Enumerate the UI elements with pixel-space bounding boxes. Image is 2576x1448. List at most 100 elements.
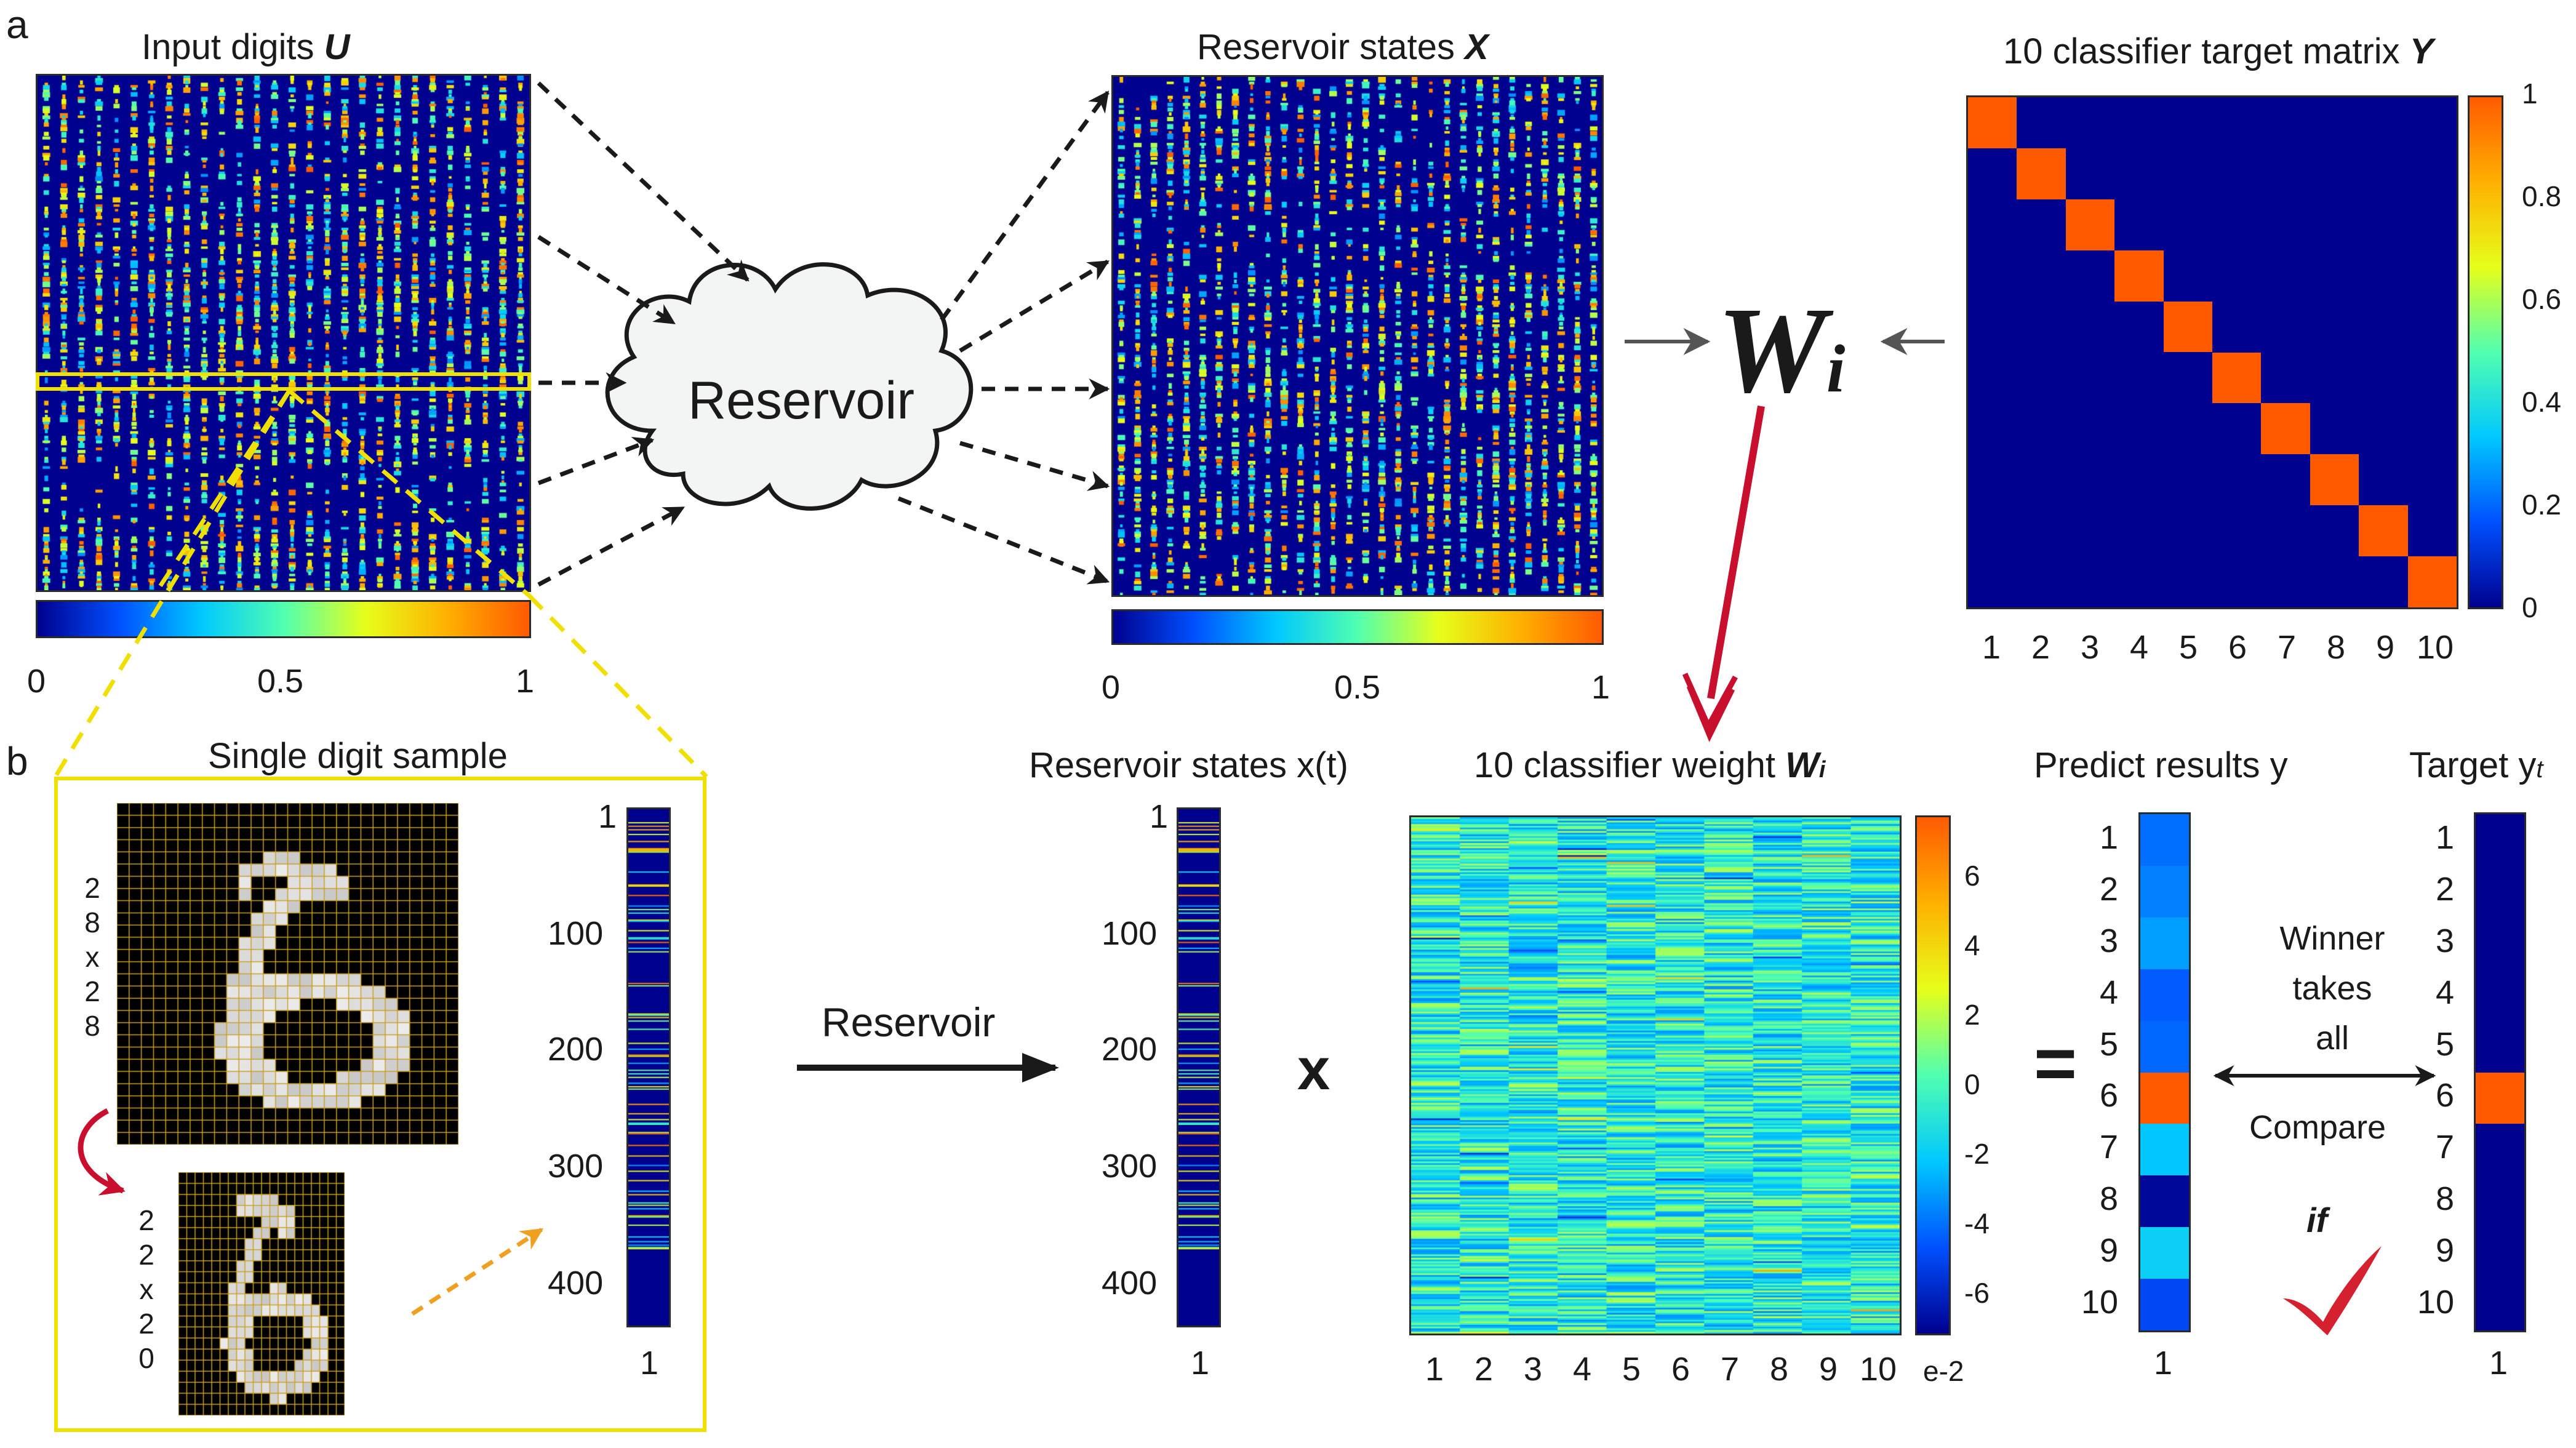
state-vector-y-tick: 100 xyxy=(1102,915,1158,952)
states-colorbar xyxy=(1111,609,1604,645)
column-y-tick: 8 xyxy=(2436,1180,2455,1218)
input-colorbar xyxy=(36,600,531,638)
target-matrix-title: 10 classifier target matrix Y xyxy=(2003,34,2433,70)
input-vector-x-tick: 1 xyxy=(640,1345,659,1382)
column-y-tick: 4 xyxy=(2100,974,2119,1011)
digit-grid-28x28-canvas xyxy=(117,803,458,1145)
column-y-tick: 4 xyxy=(2436,974,2455,1011)
state-vector-y-tick: 200 xyxy=(1102,1031,1158,1068)
winner-text-line: Winner xyxy=(2279,920,2385,957)
state-vector-y-tick: 400 xyxy=(1102,1265,1158,1302)
column-cell xyxy=(2476,1020,2524,1073)
target-matrix-x-tick: 4 xyxy=(2130,629,2149,666)
winner-text-line: takes xyxy=(2292,970,2372,1007)
column-cell xyxy=(2476,865,2524,918)
target-matrix-x-tick: 3 xyxy=(2081,629,2100,666)
state-vector-y-tick: 1 xyxy=(1150,798,1169,835)
weight-cbar-tick: -2 xyxy=(1964,1138,1990,1170)
column-cell xyxy=(2140,1227,2189,1280)
input-vector-column-canvas xyxy=(628,809,669,1326)
target-cbar-tick: 0.6 xyxy=(2522,283,2561,315)
target-matrix-cell xyxy=(2065,199,2115,250)
weight-x-tick: 9 xyxy=(1819,1351,1838,1388)
target-matrix-heatmap xyxy=(1966,95,2458,609)
column-y-tick: 3 xyxy=(2100,922,2119,959)
winner-text-line: all xyxy=(2315,1020,2350,1057)
column-cell xyxy=(2140,865,2189,918)
weight-x-tick: 5 xyxy=(1622,1351,1641,1388)
weight-cbar-tick: 2 xyxy=(1964,999,1980,1031)
target-colorbar xyxy=(2468,95,2503,609)
grid22-size-char: 0 xyxy=(138,1342,154,1375)
target-matrix-x-tick: 9 xyxy=(2376,629,2395,666)
predict-x-tick: 1 xyxy=(2154,1345,2173,1382)
grid28-size-char: 2 xyxy=(84,872,100,904)
reservoir-states-title: Reservoir states X xyxy=(1197,30,1489,65)
target-matrix-cell xyxy=(2017,148,2066,199)
reservoir-state-vector-column xyxy=(1177,807,1221,1327)
column-y-tick: 9 xyxy=(2100,1232,2119,1270)
input-cbar-tick: 1 xyxy=(516,663,535,700)
classifier-weight-title: 10 classifier weight Wi xyxy=(1474,748,1825,783)
target-matrix-cell xyxy=(2407,556,2457,607)
reservoir-states-title-text: Reservoir states xyxy=(1197,27,1465,67)
column-cell xyxy=(2476,1227,2524,1280)
column-cell xyxy=(2476,1279,2524,1330)
weight-cbar-tick: 0 xyxy=(1964,1068,1980,1100)
weight-x-tick: 6 xyxy=(1671,1351,1690,1388)
column-cell xyxy=(2476,917,2524,970)
grid28-size-label: 2 8 x 2 8 xyxy=(80,871,105,1044)
states-cbar-tick: 0 xyxy=(1102,669,1121,706)
reservoir-states-heatmap-canvas xyxy=(1113,77,1602,595)
column-cell xyxy=(2476,1175,2524,1228)
selected-sample-highlight xyxy=(36,372,531,391)
column-cell xyxy=(2140,917,2189,970)
weight-cbar-tick: -4 xyxy=(1964,1207,1990,1239)
column-y-tick: 2 xyxy=(2436,870,2455,908)
target-matrix-cell xyxy=(2163,301,2212,353)
target-matrix-cell xyxy=(2359,505,2408,557)
column-y-tick: 10 xyxy=(2081,1284,2119,1321)
weight-x-tick: 7 xyxy=(1721,1351,1740,1388)
input-vector-y-tick: 200 xyxy=(548,1031,604,1068)
target-matrix-title-text: 10 classifier target matrix xyxy=(2003,31,2410,71)
reservoir-cloud-label: Reservoir xyxy=(688,371,914,430)
reservoir-states-xt-title: Reservoir states x(t) xyxy=(1029,745,1348,785)
input-vector-y-tick: 300 xyxy=(548,1148,604,1185)
column-cell xyxy=(2140,1279,2189,1330)
panel-b-letter: b xyxy=(6,739,28,783)
column-cell xyxy=(2140,814,2189,866)
column-cell xyxy=(2476,969,2524,1022)
target-matrix-cell xyxy=(2212,352,2262,404)
column-y-tick: 5 xyxy=(2436,1025,2455,1063)
grid22-size-char: 2 xyxy=(138,1308,154,1340)
weight-x-tick: 4 xyxy=(1573,1351,1592,1388)
target-matrix-x-tick: 5 xyxy=(2179,629,2198,666)
weight-x-tick: 1 xyxy=(1425,1351,1444,1388)
grid28-size-char: 8 xyxy=(84,1010,100,1042)
grid28-size-char: 8 xyxy=(84,906,100,939)
target-matrix-cell xyxy=(2310,454,2359,506)
target-yt-column xyxy=(2474,812,2526,1332)
input-vector-column xyxy=(626,807,671,1327)
weight-cbar-tick: 4 xyxy=(1964,929,1980,961)
weight-cbar-tick: -6 xyxy=(1964,1277,1990,1309)
input-vector-y-tick: 1 xyxy=(598,798,617,835)
target-cbar-tick: 1 xyxy=(2522,78,2538,110)
column-cell xyxy=(2140,1020,2189,1073)
target-cbar-tick: 0.4 xyxy=(2522,386,2561,418)
input-vector-y-tick: 100 xyxy=(548,915,604,952)
input-digits-title-text: Input digits xyxy=(142,27,324,67)
input-digits-heatmap-canvas xyxy=(38,76,529,590)
target-cbar-tick: 0 xyxy=(2522,591,2538,623)
input-cbar-tick: 0.5 xyxy=(257,663,304,700)
weight-symbol-subscript: i xyxy=(1826,331,1846,406)
flatten-arrow xyxy=(411,1228,544,1316)
column-y-tick: 1 xyxy=(2436,818,2455,856)
input-vector-y-tick: 400 xyxy=(548,1265,604,1302)
column-cell xyxy=(2140,969,2189,1022)
weight-cbar-unit: e-2 xyxy=(1923,1355,1964,1387)
classifier-weight-title-sub: i xyxy=(1818,757,1826,783)
